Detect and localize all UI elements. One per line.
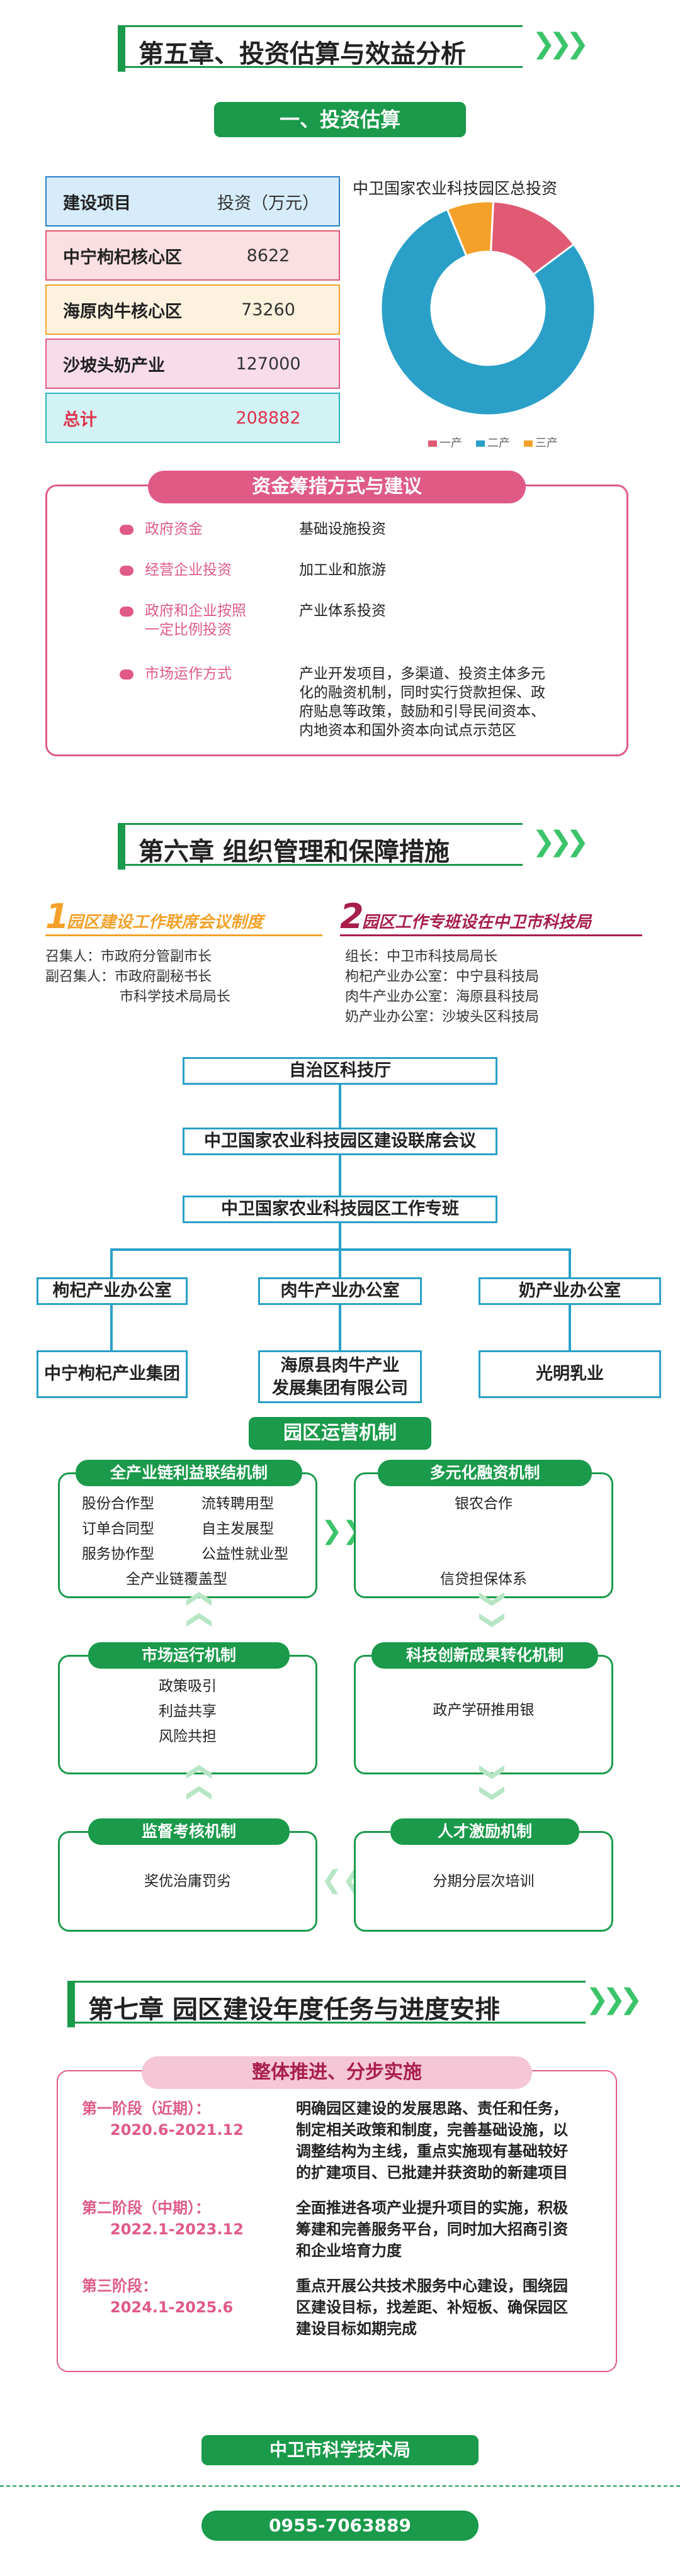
col1-title: 园区建设工作联席会议制度 [67,913,264,932]
chapter7-header: 第七章 园区建设年度任务与进度安排 [67,1981,586,2027]
legend-item: 三产 [524,434,558,451]
org-company-3: 光明乳业 [479,1350,661,1398]
org-office-1: 枸杞产业办公室 [37,1277,188,1305]
funding-title: 资金筹措方式与建议 [148,471,526,503]
legend-item: 二产 [476,434,510,451]
arrow-down-icon: ❯❯ [479,1761,508,1804]
chevrons-icon: ❯❯❯ [532,826,589,858]
legend-label: 二产 [487,437,510,450]
legend-swatch [428,440,437,447]
chart-title: 中卫国家农业科技园区总投资 [353,179,558,198]
mech-box-1 [58,1472,317,1598]
col1-number: 1 [45,897,69,936]
legend-swatch [524,440,533,447]
org-mid: 中卫国家农业科技园区建设联席会议 [183,1128,497,1155]
mech-box-6 [354,1831,613,1932]
chevrons-icon: ❯❯❯ [586,1983,643,2015]
chart-legend: 一产 二产 三产 [428,434,558,451]
table-header: 建设项目投资（万元） [45,176,340,227]
org-top: 自治区科技厅 [183,1057,497,1085]
pie-slice-三产 [446,200,495,257]
legend-label: 三产 [535,437,558,450]
mech-box-3 [58,1655,317,1774]
col2-title: 园区工作专班设在中卫市科技局 [362,913,592,932]
bullet-icon [120,566,133,576]
chapter7-title: 第七章 园区建设年度任务与进度安排 [88,1995,500,2024]
bullet-icon [120,607,133,617]
legend-item: 一产 [428,434,462,451]
org-office-3: 奶产业办公室 [479,1277,661,1305]
mechanism-title: 园区运营机制 [249,1417,431,1450]
donut-chart [380,200,596,417]
arrow-up-icon: ❯❯ [183,1588,212,1631]
bullet-icon [120,525,133,535]
legend-label: 一产 [439,437,462,450]
col2-underline [340,934,642,936]
chapter6-title: 第六章 组织管理和保障措施 [139,837,450,866]
legend-swatch [476,440,485,447]
bullet-icon [120,669,133,680]
chevrons-icon: ❯❯❯ [532,28,589,60]
pie-slice-二产 [380,208,596,417]
col1-underline [45,934,322,936]
org-team: 中卫国家农业科技园区工作专班 [183,1196,497,1223]
schedule-title: 整体推进、分步实施 [142,2056,532,2089]
org-office-2: 肉牛产业办公室 [258,1277,422,1305]
footer-org: 中卫市科学技术局 [201,2435,479,2465]
chapter5-header: 第五章、投资估算与效益分析 [118,25,523,72]
section-investment-title: 一、投资估算 [214,102,466,137]
col2-number: 2 [340,897,364,936]
arrow-down-icon: ❯❯ [479,1588,508,1631]
chapter6-header: 第六章 组织管理和保障措施 [118,823,523,870]
arrow-up-icon: ❯❯ [183,1761,212,1804]
footer-divider [0,2485,680,2487]
chapter5-title: 第五章、投资估算与效益分析 [139,40,466,69]
org-company-2: 海原县肉牛产业发展集团有限公司 [258,1350,422,1403]
org-company-1: 中宁枸杞产业集团 [37,1350,188,1398]
footer-phone: 0955-7063889 [201,2511,479,2541]
